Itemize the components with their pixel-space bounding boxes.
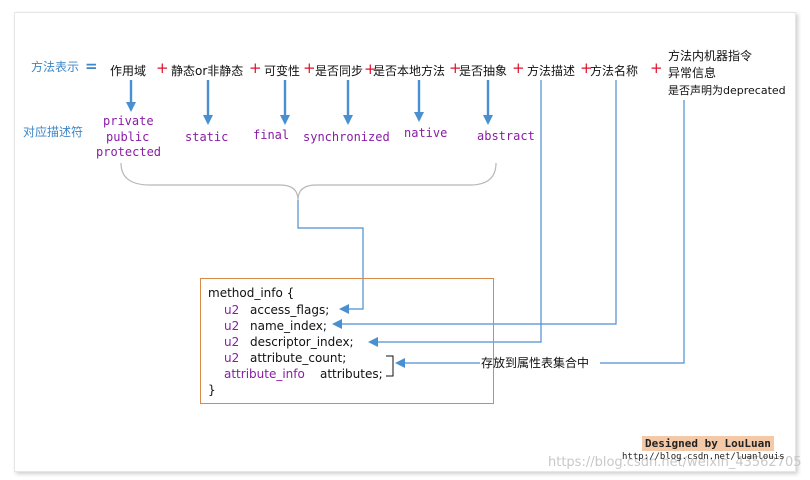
watermark: https://blog.csdn.net/weixin_43562705 (548, 455, 802, 470)
method-repr-label: 方法表示 (31, 60, 80, 74)
field-descriptor-index: descriptor_index; (250, 335, 354, 349)
plus-sign: + (650, 59, 663, 77)
extra-attr-deprecated: 是否声明为deprecated (668, 84, 786, 97)
field-attributes: attributes; (320, 367, 383, 381)
diagram-frame (14, 12, 796, 472)
component-native: 是否本地方法 (373, 64, 446, 78)
credit-url: http://blog.csdn.net/luanlouis (622, 452, 785, 462)
field-type: u2 (224, 335, 240, 349)
field-attribute-count: attribute_count; (250, 351, 347, 365)
flag-synchronized: synchronized (303, 130, 390, 144)
extra-attr-exceptions: 异常信息 (668, 66, 717, 80)
field-name-index: name_index; (250, 319, 327, 333)
descriptor-label: 对应描述符 (23, 125, 84, 139)
connector-descriptor-index (368, 80, 542, 347)
method-info-box (200, 278, 494, 404)
flag-final: final (253, 128, 290, 142)
flag-private: private (103, 114, 154, 128)
component-synchronized: 是否同步 (315, 64, 364, 78)
struct-close: } (208, 383, 216, 397)
flag-static: static (185, 130, 229, 144)
field-type: u2 (224, 351, 240, 365)
connector-name-index (332, 80, 617, 329)
plus-sign: + (449, 59, 462, 77)
component-mutability: 可变性 (264, 64, 301, 78)
struct-open: method_info { (208, 286, 295, 300)
plus-sign: + (156, 59, 169, 77)
plus-sign: + (580, 59, 593, 77)
flag-abstract: abstract (477, 129, 535, 143)
attributes-bracket (386, 355, 394, 377)
credit-designed-by: Designed by LouLuan (642, 436, 774, 451)
attributes-note: 存放到属性表集合中 (481, 356, 590, 370)
field-type: u2 (224, 303, 240, 317)
field-type: u2 (224, 319, 240, 333)
flags-brace (120, 162, 497, 201)
plus-sign: + (249, 59, 262, 77)
component-descriptor: 方法描述 (527, 64, 576, 78)
component-scope: 作用域 (110, 64, 147, 78)
connector-access-flags (297, 200, 364, 314)
component-static: 静态or非静态 (171, 64, 244, 78)
plus-sign: + (303, 59, 316, 77)
plus-sign: + (512, 59, 525, 77)
plus-sign: + (364, 60, 377, 78)
field-type: attribute_info (224, 367, 305, 381)
flag-public: public (106, 130, 150, 144)
field-access-flags: access_flags; (250, 303, 330, 317)
flag-native: native (404, 126, 448, 140)
component-name: 方法名称 (590, 64, 639, 78)
connector-extra-attrs (600, 100, 685, 364)
equals-sign: = (85, 57, 98, 75)
extra-attr-instructions: 方法内机器指令 (668, 49, 753, 63)
component-abstract: 是否抽象 (459, 64, 508, 78)
flag-protected: protected (96, 145, 162, 159)
